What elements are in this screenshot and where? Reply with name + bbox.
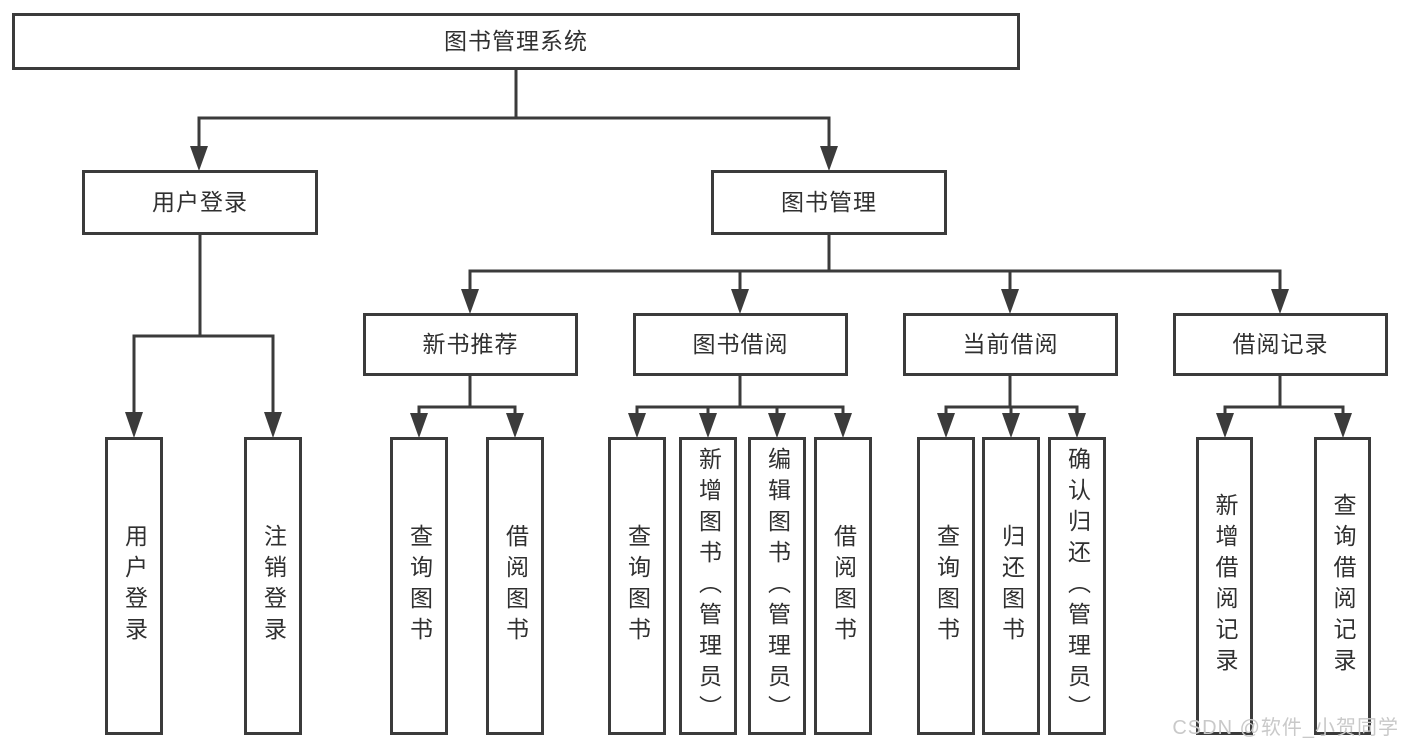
node-current-borrow: 当前借阅: [903, 313, 1118, 376]
leaf-query-book-current: 查询图书: [917, 437, 975, 735]
leaf-return-book: 归还图书: [982, 437, 1040, 735]
node-new-book-recommend: 新书推荐: [363, 313, 578, 376]
connector-book-mgmt-split: [461, 235, 1289, 314]
connector-current-borrow-split: [937, 376, 1086, 438]
connector-book-borrow-split: [628, 376, 852, 438]
node-root-system: 图书管理系统: [12, 13, 1020, 70]
leaf-confirm-return-admin: 确认归还（管理员）: [1048, 437, 1106, 735]
csdn-watermark: CSDN @软件_小贺同学: [1172, 717, 1399, 739]
node-borrow-record: 借阅记录: [1173, 313, 1388, 376]
leaf-logout: 注销登录: [244, 437, 302, 735]
leaf-borrow-book: 借阅图书: [814, 437, 872, 735]
node-book-management: 图书管理: [711, 170, 947, 235]
node-book-borrow: 图书借阅: [633, 313, 848, 376]
connector-root-split: [190, 70, 838, 171]
leaf-add-book-admin: 新增图书（管理员）: [679, 437, 737, 735]
leaf-query-book-recommend: 查询图书: [390, 437, 448, 735]
leaf-borrow-book-recommend: 借阅图书: [486, 437, 544, 735]
leaf-user-login: 用户登录: [105, 437, 163, 735]
connector-user-login-split: [125, 235, 282, 438]
leaf-add-borrow-record: 新增借阅记录: [1196, 437, 1253, 735]
leaf-edit-book-admin: 编辑图书（管理员）: [748, 437, 806, 735]
leaf-query-borrow-record: 查询借阅记录: [1314, 437, 1371, 735]
leaf-query-book-borrow: 查询图书: [608, 437, 666, 735]
connector-borrow-record-split: [1216, 376, 1352, 438]
node-user-login: 用户登录: [82, 170, 318, 235]
connector-new-book-split: [410, 376, 524, 438]
